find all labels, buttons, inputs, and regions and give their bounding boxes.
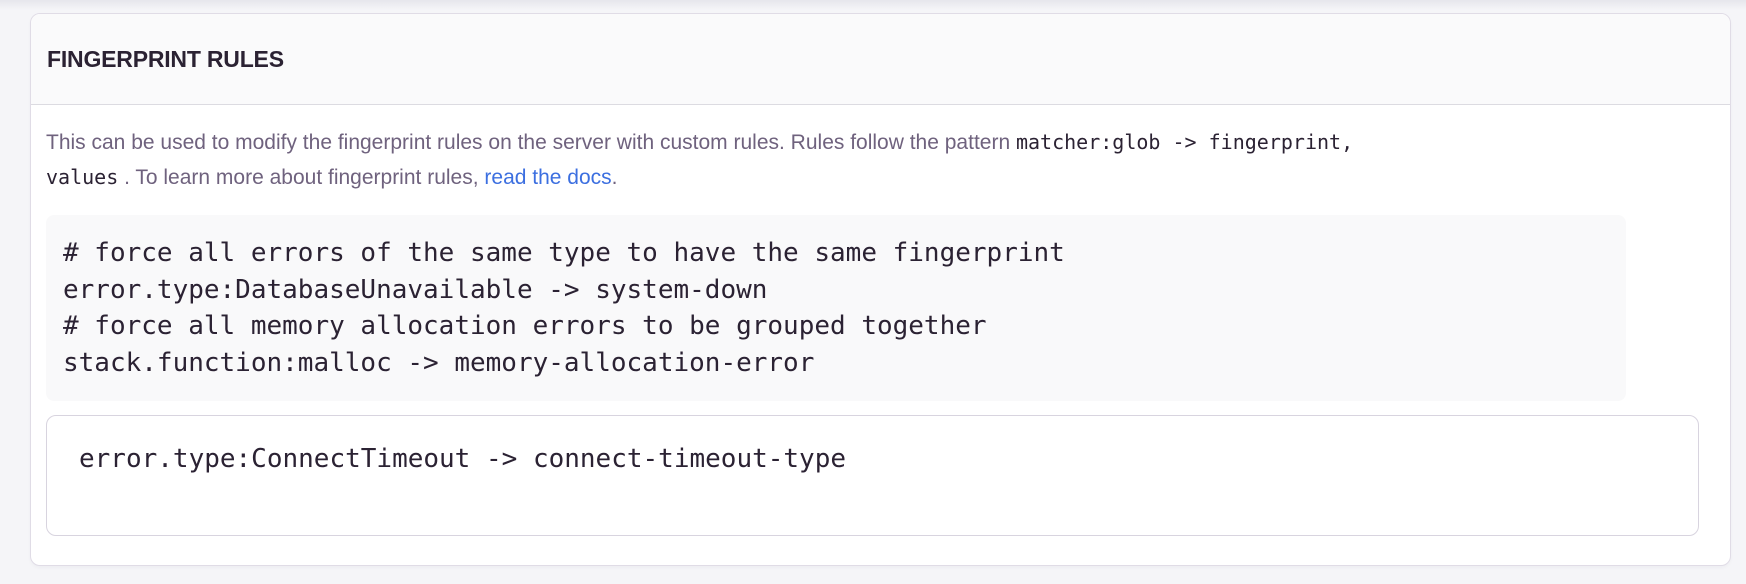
- pattern-inline-code: matcher:glob -> fingerprint,: [1015, 130, 1354, 154]
- pattern-inline-code-values: values: [46, 165, 119, 189]
- description-middle-text: . To learn more about fingerprint rules,: [118, 166, 485, 189]
- example-code-block: # force all errors of the same type to h…: [46, 215, 1626, 401]
- read-the-docs-link[interactable]: read the docs: [484, 166, 612, 189]
- fingerprint-rules-panel: FINGERPRINT RULES This can be used to mo…: [30, 13, 1731, 566]
- description-paragraph: This can be used to modify the fingerpri…: [46, 125, 1715, 195]
- top-edge-shadow: [0, 0, 1746, 10]
- description-period: .: [611, 166, 618, 189]
- panel-header: FINGERPRINT RULES: [31, 14, 1730, 105]
- description-intro-text: This can be used to modify the fingerpri…: [46, 131, 1016, 154]
- panel-title: FINGERPRINT RULES: [47, 45, 284, 72]
- panel-body: This can be used to modify the fingerpri…: [31, 105, 1730, 565]
- fingerprint-rules-textarea[interactable]: error.type:ConnectTimeout -> connect-tim…: [46, 415, 1699, 536]
